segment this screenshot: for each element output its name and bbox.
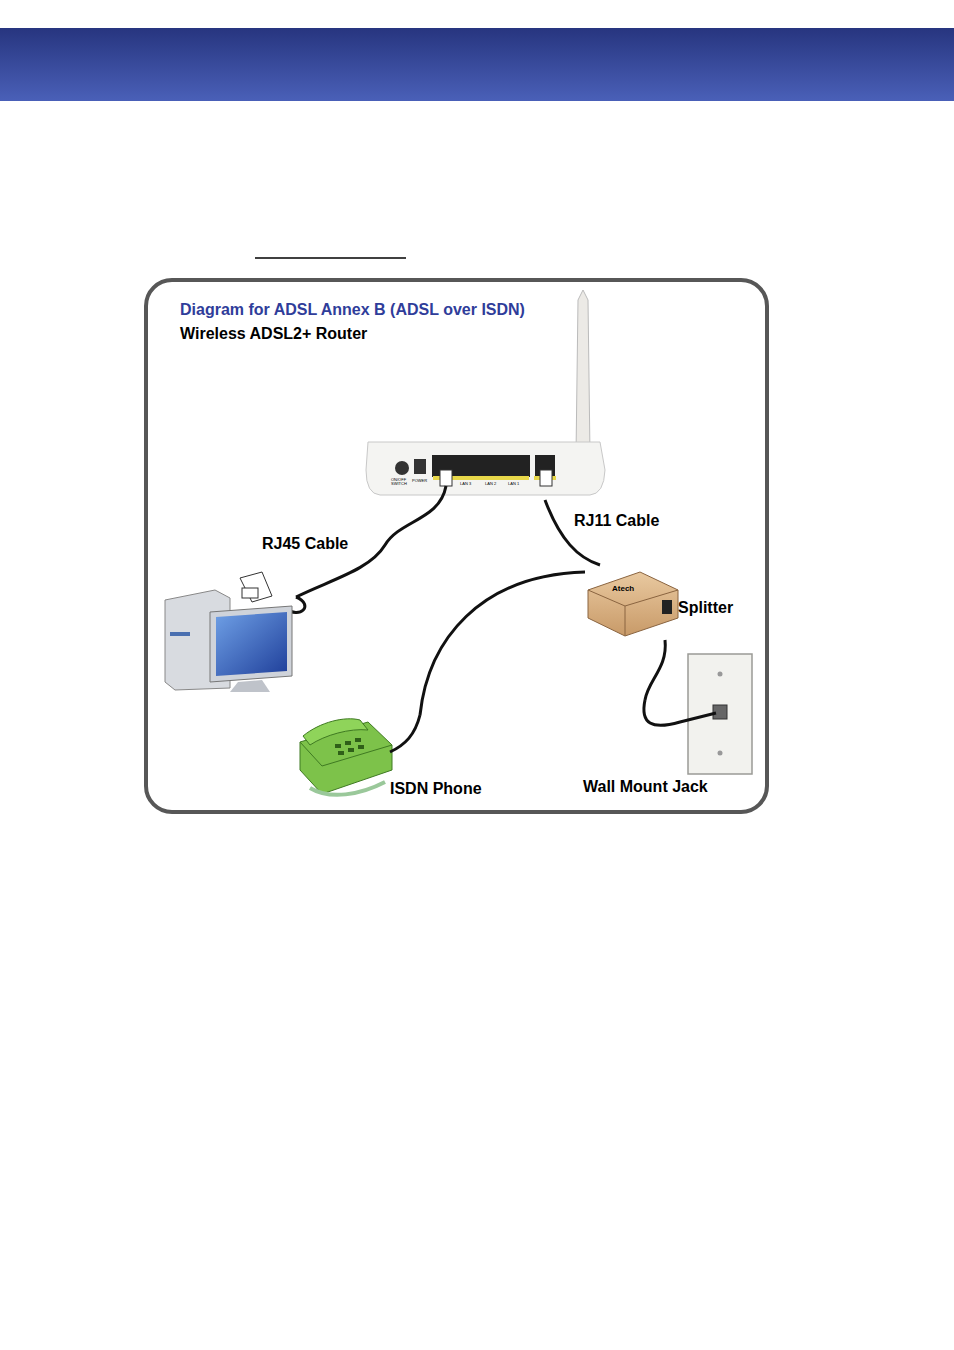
jack-node: Wall Mount Jack: [580, 700, 755, 800]
cable-label: RJ45 Cable: [262, 535, 348, 553]
phone-cord: [390, 715, 420, 752]
header-bar: [0, 28, 954, 101]
router-node: Wireless ADSL2+ Router: [170, 325, 610, 500]
underline: [255, 257, 406, 259]
node-label: Splitter: [678, 599, 733, 617]
node-label: Wall Mount Jack: [583, 778, 708, 796]
cable-label: RJ11 Cable: [572, 512, 661, 530]
port-label: ON/OFF SWITCH: [391, 478, 413, 486]
computer: [165, 572, 292, 692]
phone-node: ISDN Phone: [290, 715, 500, 805]
cable-line: [645, 640, 665, 700]
diagram-title: Diagram for ADSL Annex B (ADSL over ISDN…: [180, 301, 525, 319]
jack-cord: [644, 700, 716, 725]
port-label: LAN 2: [485, 481, 496, 486]
router: [366, 290, 605, 495]
node-label: ISDN Phone: [390, 780, 482, 798]
frame: [146, 280, 767, 812]
splitter: [588, 572, 678, 636]
cable: [645, 640, 665, 700]
cable: [545, 500, 600, 565]
port-label: LAN 1: [508, 481, 519, 486]
splitter-node: Splitter: [585, 565, 745, 640]
port-label: POWER: [412, 478, 427, 483]
node-label: Wireless ADSL2+ Router: [180, 325, 367, 343]
brand-label: Atech: [612, 584, 634, 593]
port-label: LAN 3: [460, 481, 471, 486]
wall-jack: [688, 654, 752, 774]
cable-line: [420, 572, 585, 715]
cable: [420, 572, 585, 715]
cable-line: [545, 500, 600, 565]
isdn-phone: [300, 719, 392, 795]
